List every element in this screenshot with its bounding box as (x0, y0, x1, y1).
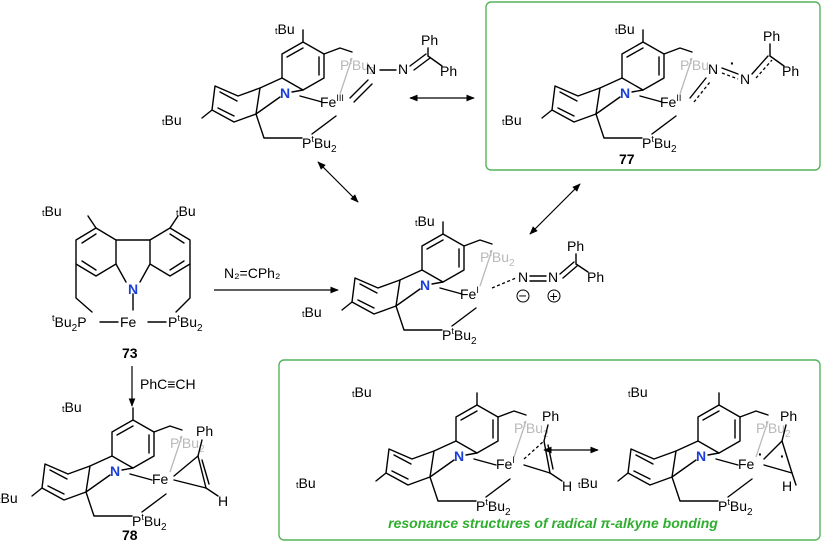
resonance-box (278, 359, 821, 541)
svg-text:PtBu2: PtBu2 (642, 134, 677, 155)
resonance-arrow (317, 161, 359, 203)
reagent-diazo: N₂=CPh₂ (224, 265, 280, 281)
iron-label: Fe (738, 456, 755, 472)
radical-dot: · (758, 446, 763, 462)
svg-text:PtBu2: PtBu2 (168, 313, 203, 334)
phosphorus-label: P (302, 135, 311, 151)
radical-dot: · (730, 55, 735, 71)
radical-dot: · (780, 448, 785, 464)
svg-text:N: N (708, 61, 718, 77)
iron-label: Fe (152, 471, 169, 487)
svg-text:tBu: tBu (615, 21, 635, 37)
svg-text:PtBu2: PtBu2 (480, 248, 515, 269)
svg-text:Ph: Ph (763, 28, 780, 44)
svg-text:FeI: FeI (496, 455, 515, 472)
tbu-label: Bu (278, 21, 295, 37)
iron-label: Fe (660, 94, 677, 110)
svg-text:H: H (782, 478, 792, 494)
compound-73-structure: tBu tBu N Fe tBu2P PtBu2 (42, 203, 203, 334)
fe1-structure: tBu tBu N FeI PtBu2 PtBu2 N N Ph Ph − + (302, 213, 604, 347)
svg-text:FeII: FeII (660, 93, 681, 110)
svg-text:N: N (548, 269, 558, 285)
iron-label: Fe (320, 94, 337, 110)
svg-text:PtBu2: PtBu2 (340, 56, 375, 77)
svg-text:tBu: tBu (502, 112, 522, 128)
svg-text:tBu: tBu (162, 112, 182, 128)
nitrogen-label: N (128, 281, 138, 297)
nitrogen-label: N (620, 85, 630, 101)
compound-number-73: 73 (122, 345, 138, 361)
resonance-arrow (529, 183, 581, 235)
tbu-prefix: t (275, 26, 278, 36)
negative-charge: − (519, 288, 527, 304)
hydrogen-label: H (218, 493, 228, 509)
svg-text:tBu: tBu (176, 203, 196, 219)
svg-text:PtBu2: PtBu2 (476, 497, 511, 518)
phenyl-label: Ph (421, 32, 438, 48)
nitrogen-label: N (110, 463, 120, 479)
svg-text:PtBu2: PtBu2 (718, 497, 753, 518)
oxidation-state: I (476, 285, 479, 295)
positive-charge: + (550, 288, 558, 304)
nitrogen-label: N (420, 277, 430, 293)
fe3-structure: tBu tBu N FeIII PtBu2 PtBu2 N N Ph Ph (162, 21, 457, 155)
svg-text:tBu: tBu (352, 384, 372, 400)
svg-text:tBu: tBu (296, 475, 316, 491)
iron-label: Fe (120, 314, 137, 330)
oxidation-state: II (676, 93, 681, 103)
oxidation-state: I (512, 455, 515, 465)
compound-number-78: 78 (122, 527, 138, 543)
phosphorus-label: P (340, 57, 349, 73)
nitrogen-label: N (366, 61, 376, 77)
nitrogen-label: N (398, 61, 408, 77)
tbu-prefix: t (162, 117, 165, 127)
nitrogen-label: N (696, 448, 706, 464)
svg-text:PtBu: PtBu (680, 56, 709, 73)
nitrogen-label: N (454, 448, 464, 464)
compound-77-structure: tBu tBu N FeII PtBu PtBu2 N N · Ph Ph (502, 21, 799, 155)
iron-label: Fe (496, 456, 513, 472)
svg-text:tBu: tBu (578, 475, 598, 491)
svg-text:Ph: Ph (542, 408, 559, 424)
svg-text:Ph: Ph (196, 423, 213, 439)
svg-text:Ph: Ph (587, 269, 604, 285)
svg-text:tBu: tBu (62, 399, 82, 415)
nitrogen-label: N (280, 85, 290, 101)
reagent-alkyne: PhC≡CH (140, 376, 196, 392)
svg-text:H: H (562, 478, 572, 494)
svg-text:tBu: tBu (628, 384, 648, 400)
svg-text:PtBu2: PtBu2 (132, 512, 167, 533)
svg-text:PtBu2: PtBu2 (756, 419, 791, 440)
resonance-caption: resonance structures of radical π-alkyne… (388, 515, 718, 531)
svg-text:PtBu2: PtBu2 (170, 434, 205, 455)
svg-text:PtBu2: PtBu2 (442, 326, 477, 347)
oxidation-state: III (336, 93, 344, 103)
svg-text:tBu: tBu (302, 304, 322, 320)
svg-text:Ph: Ph (782, 63, 799, 79)
compound-77-box (485, 1, 821, 171)
svg-text:FeIII: FeIII (320, 93, 344, 110)
svg-text:tBu: tBu (275, 21, 295, 37)
svg-text:Ph: Ph (567, 238, 584, 254)
svg-text:PtBu2: PtBu2 (302, 134, 337, 155)
iron-label: Fe (460, 286, 477, 302)
svg-text:tBu: tBu (415, 213, 435, 229)
svg-text:tBu2P: tBu2P (52, 313, 87, 334)
compound-78-structure: tBu tBu N Fe PtBu2 PtBu2 Ph H (0, 399, 228, 533)
tbu-label: Bu (165, 112, 182, 128)
svg-text:FeI: FeI (460, 285, 479, 302)
svg-text:N: N (518, 269, 528, 285)
resonance-structure-right: tBu tBu N Fe · PtBu2 PtBu2 · Ph H (578, 384, 797, 518)
svg-text:tBu: tBu (42, 203, 62, 219)
svg-text:Ph: Ph (780, 408, 797, 424)
resonance-structure-left: tBu tBu N FeI PtBu2 PtBu2 Ph H (296, 384, 572, 518)
compound-number-77: 77 (619, 151, 635, 167)
svg-text:tBu: tBu (0, 490, 18, 506)
svg-text:N: N (740, 71, 750, 87)
phenyl-label: Ph (440, 63, 457, 79)
